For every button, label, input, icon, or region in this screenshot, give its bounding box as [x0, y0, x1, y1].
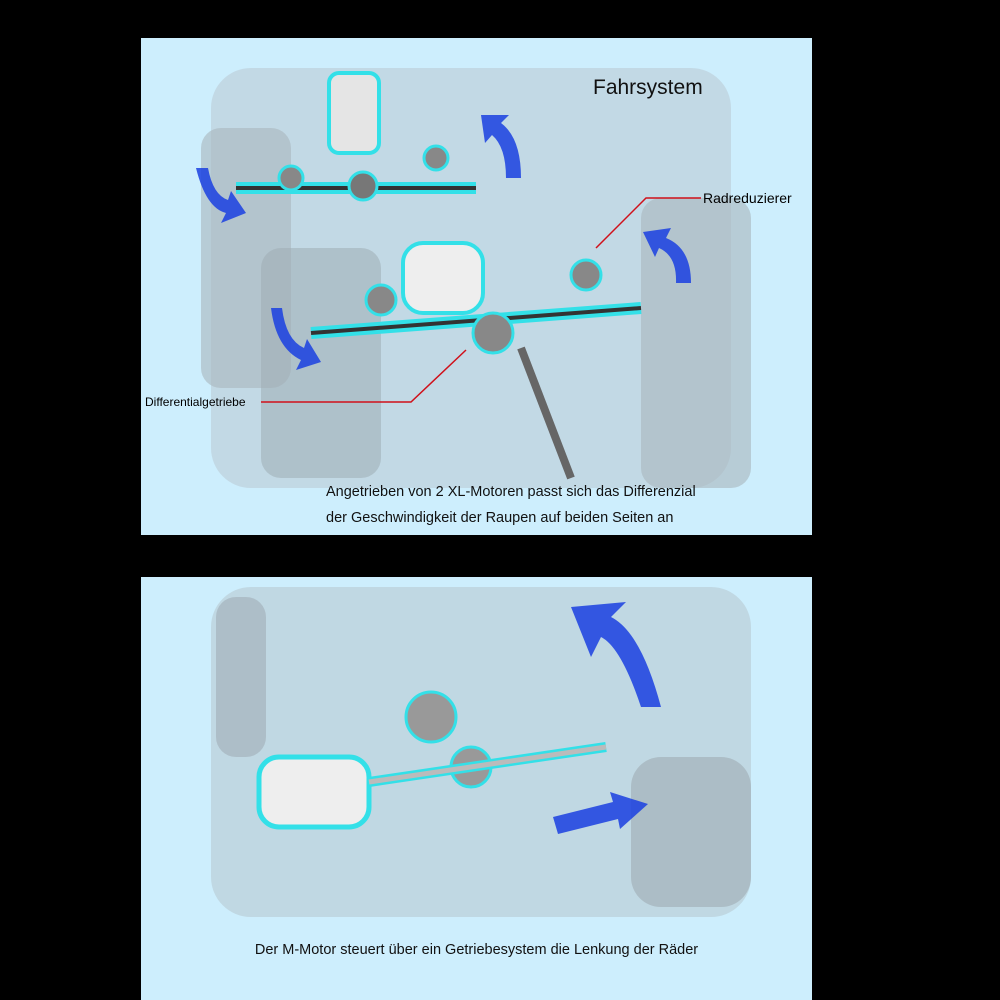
arrow-icon [571, 602, 661, 707]
differential-icon [347, 170, 379, 202]
drive-system-panel: Fahrsystem Radreduzierer Differentialget… [141, 38, 812, 535]
drive-system-illustration [196, 68, 751, 488]
leader-lines [261, 197, 701, 403]
arrow-icon [553, 792, 648, 834]
wheel-reducer-label: Radreduzierer [703, 190, 792, 206]
motor-icon [327, 71, 381, 155]
steering-arrows [553, 602, 661, 834]
caption-line-1: Angetrieben von 2 XL-Motoren passt sich … [326, 484, 696, 500]
steering-gear-assembly [256, 690, 607, 830]
caption: Angetrieben von 2 XL-Motoren passt sich … [326, 479, 746, 531]
track [631, 757, 751, 907]
gear-icon [569, 258, 603, 292]
gear-icon [422, 144, 450, 172]
differential-icon [471, 311, 515, 355]
arrow-icon [481, 115, 521, 178]
gear-icon [277, 164, 305, 192]
section-title: Fahrsystem [593, 76, 703, 99]
upper-axle [236, 71, 476, 202]
arrow-icon [271, 308, 321, 370]
m-motor-icon [256, 754, 372, 830]
caption-line-2: der Geschwindigkeit der Raupen auf beide… [326, 510, 674, 526]
gear-icon [404, 690, 458, 744]
arrow-icon [196, 168, 246, 223]
steering-panel: Der M-Motor steuert über ein Getriebesys… [141, 577, 812, 1000]
arrow-icon [643, 228, 691, 283]
lower-axle [310, 241, 642, 480]
differential-label: Differentialgetriebe [145, 395, 246, 409]
xl-motor-icon [401, 241, 485, 315]
steering-illustration [211, 587, 751, 917]
steering-caption: Der M-Motor steuert über ein Getriebesys… [254, 942, 699, 958]
gear-icon [364, 283, 398, 317]
rotation-arrows [196, 115, 691, 370]
right-track [641, 198, 751, 488]
